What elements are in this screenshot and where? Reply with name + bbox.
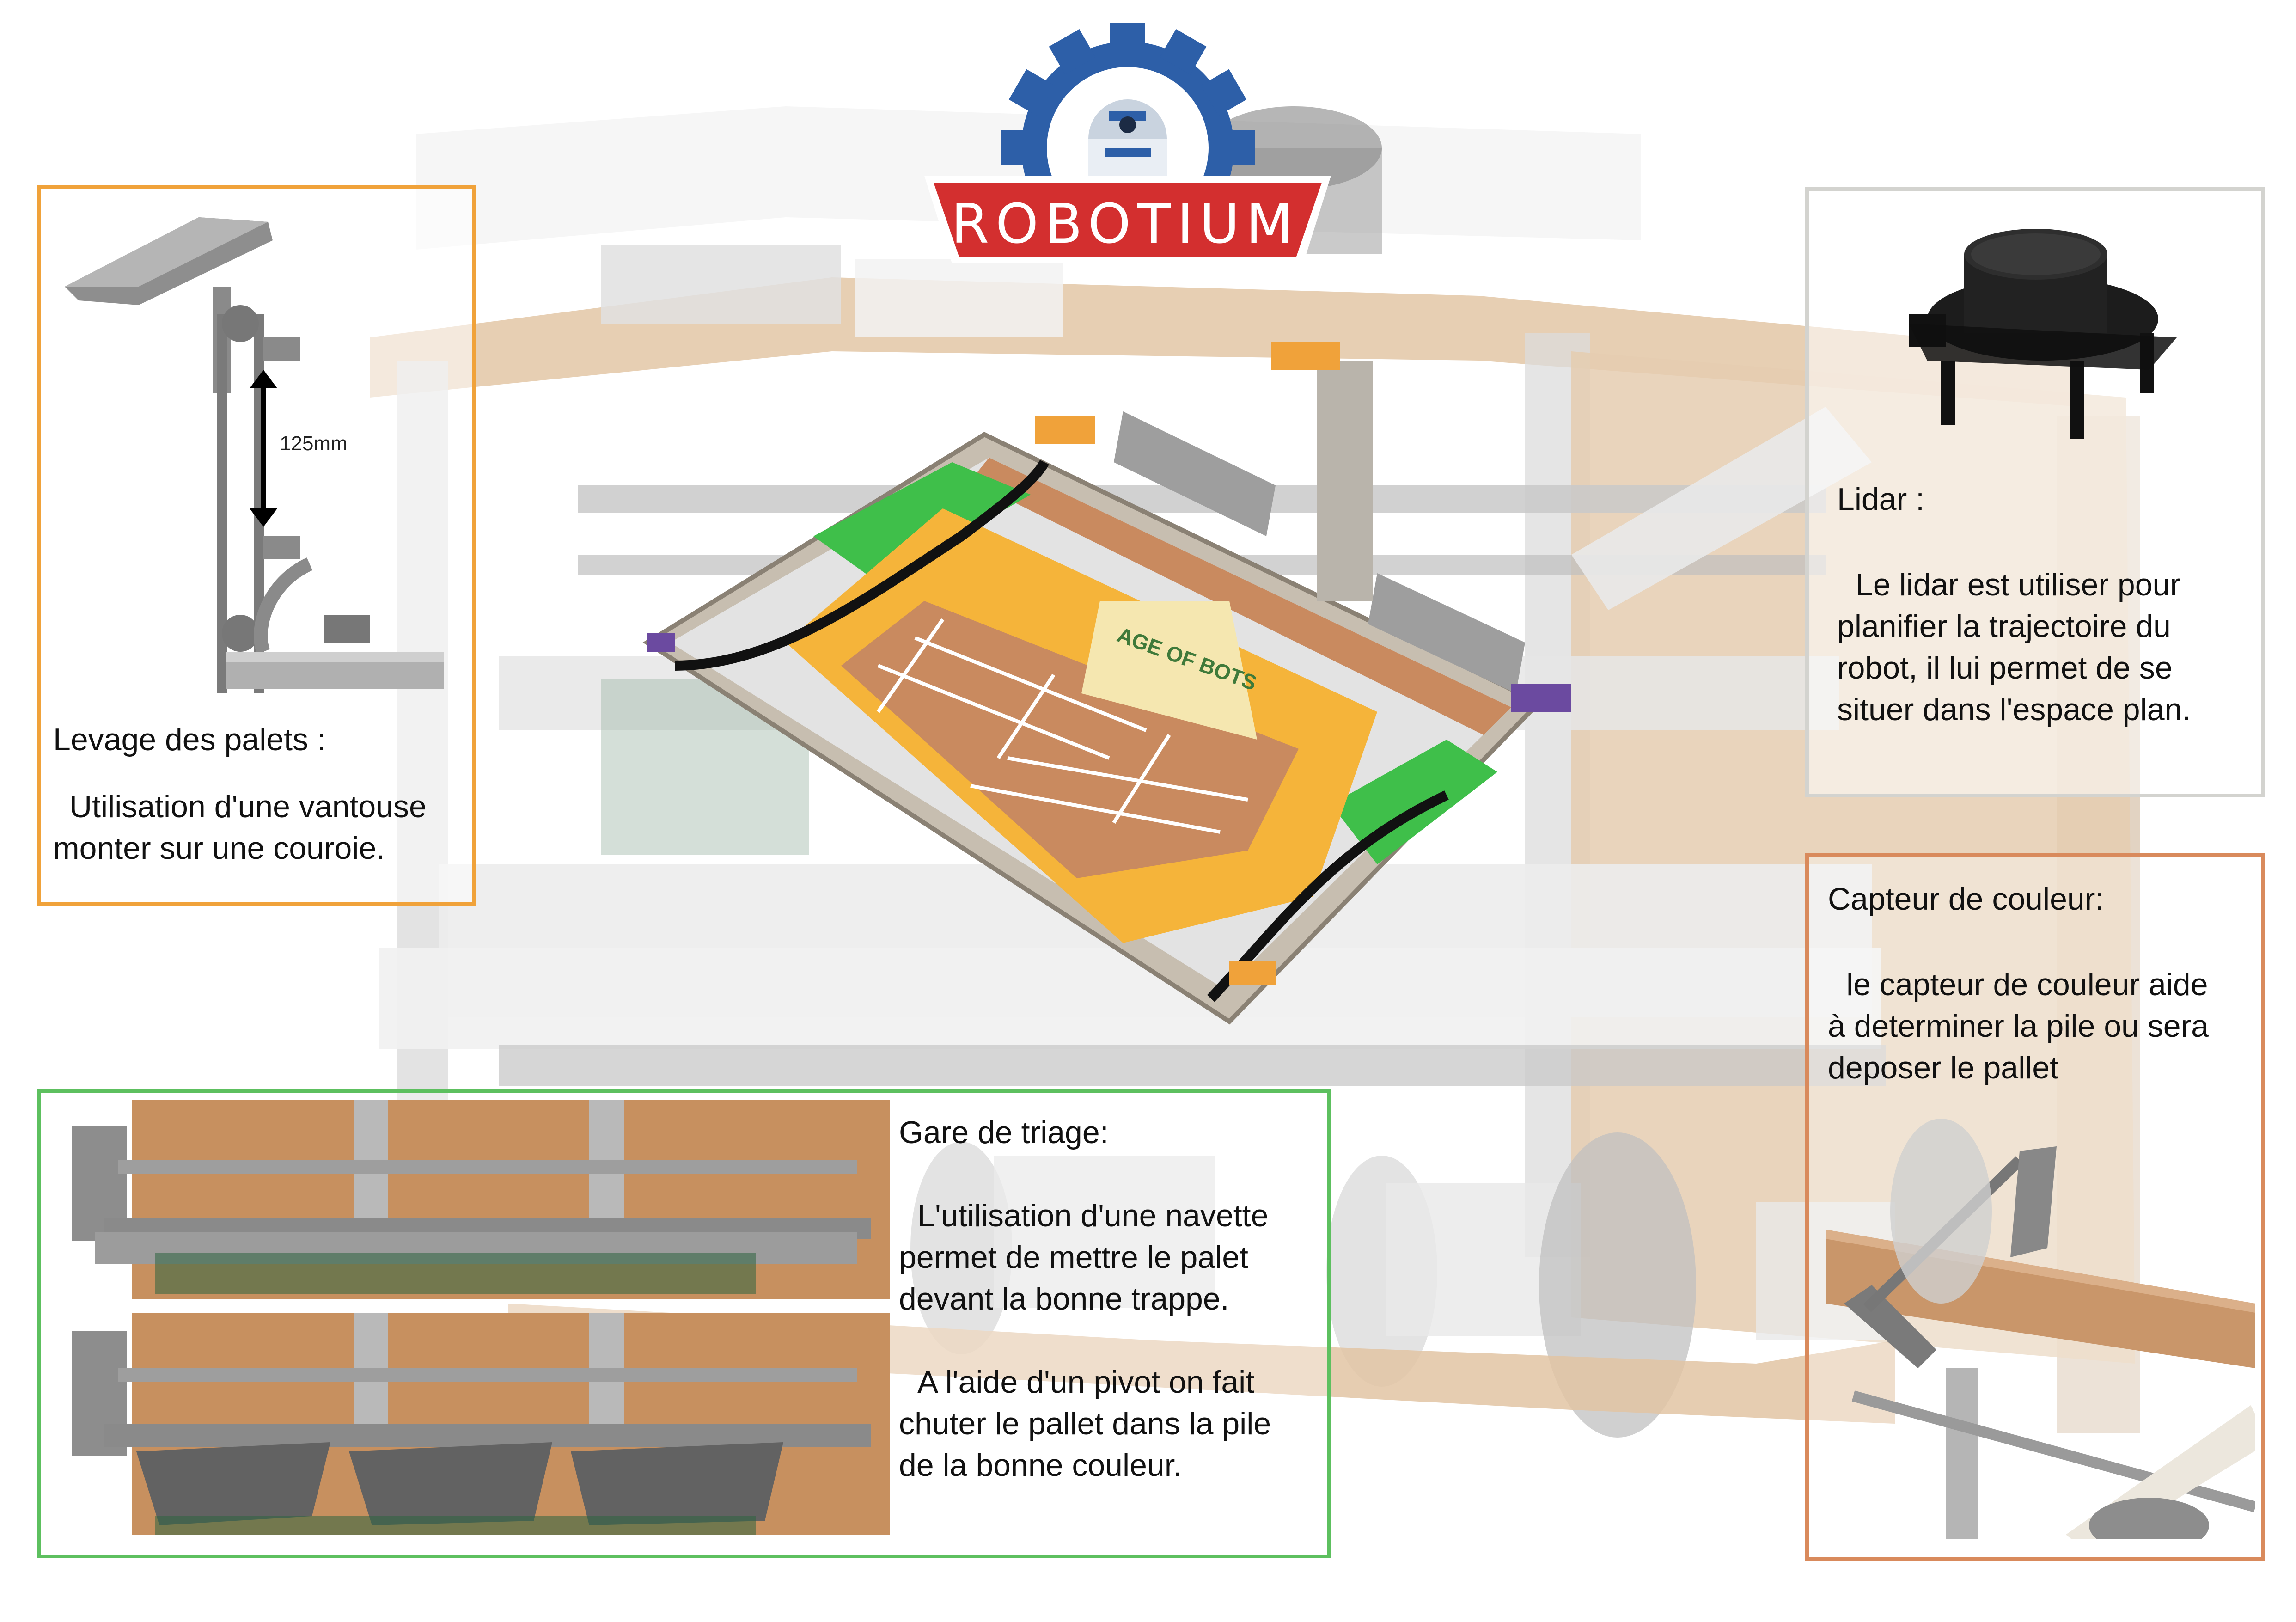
sorting-para2-line-1: A l'aide d'un pivot on fait — [917, 1365, 1255, 1400]
lidar-line-3: robot, il lui permet de se — [1837, 650, 2173, 686]
logo-brand-text: ROBOTIUM — [951, 192, 1300, 256]
lidar-title: Lidar : — [1837, 482, 1924, 517]
game-field-render — [642, 342, 1571, 1025]
lidar-line-2: planifier la trajectoire du — [1837, 609, 2171, 644]
lifting-title: Levage des palets : — [53, 722, 326, 757]
lifting-line-1: Utilisation d'une vantouse — [69, 789, 427, 824]
dimension-label: 125mm — [280, 432, 348, 455]
robotium-logo — [924, 23, 1331, 263]
sorting-para1-line-2: permet de mettre le palet — [899, 1240, 1248, 1275]
lidar-line-1: Le lidar est utiliser pour — [1856, 567, 2181, 602]
sorting-para1-line-1: L'utilisation d'une navette — [917, 1198, 1269, 1233]
color-sensor-line-1: le capteur de couleur aide — [1846, 967, 2208, 1002]
color-sensor-render — [1826, 1119, 2255, 1539]
sorting-station-render — [72, 1100, 890, 1535]
sorting-para1-line-3: devant la bonne trappe. — [899, 1281, 1229, 1316]
sorting-title: Gare de triage: — [899, 1115, 1109, 1150]
color-sensor-title: Capteur de couleur: — [1828, 881, 2104, 917]
lidar-line-4: situer dans l'espace plan. — [1837, 692, 2191, 727]
sorting-para2-line-3: de la bonne couleur. — [899, 1448, 1182, 1483]
lifting-line-2: monter sur une couroie. — [53, 831, 385, 866]
lifting-mechanism-render — [65, 217, 444, 693]
color-sensor-line-2: à determiner la pile ou sera — [1828, 1009, 2209, 1044]
lidar-render — [1909, 229, 2177, 439]
sorting-para2-line-2: chuter le pallet dans la pile — [899, 1406, 1271, 1441]
dimension-arrow — [250, 370, 277, 527]
color-sensor-line-3: deposer le pallet — [1828, 1050, 2059, 1085]
